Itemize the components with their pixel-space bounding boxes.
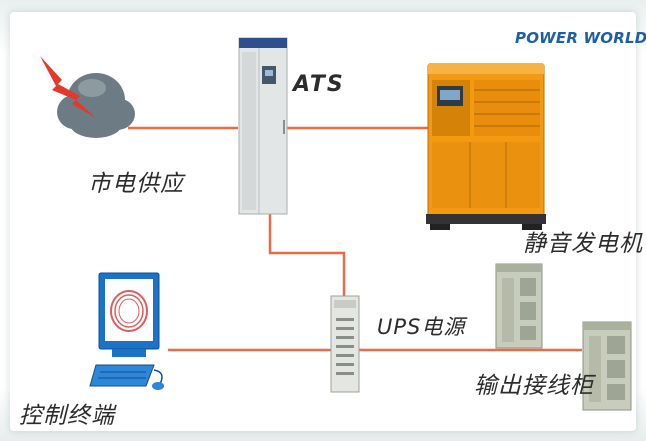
line-ats-to-ups [268, 212, 346, 297]
ats-cabinet-icon [238, 37, 288, 215]
ats-label: ATS [293, 72, 345, 97]
output-cabinet-label: 输出接线柜 [474, 373, 594, 399]
control-terminal-label: 控制终端 [19, 403, 115, 429]
ups-tower-icon [330, 295, 360, 393]
silent-generator-label: 静音发电机 [523, 231, 643, 257]
computer-terminal-icon [89, 272, 164, 390]
cloud-icon [57, 73, 135, 138]
generator-icon [426, 63, 546, 230]
output-cabinet-icon [495, 263, 632, 411]
ups-power-label: UPS电源 [377, 315, 466, 339]
brand-logo: POWER WORLD [515, 29, 646, 47]
utility-supply-label: 市电供应 [88, 171, 184, 197]
lightning-icon [40, 56, 96, 118]
